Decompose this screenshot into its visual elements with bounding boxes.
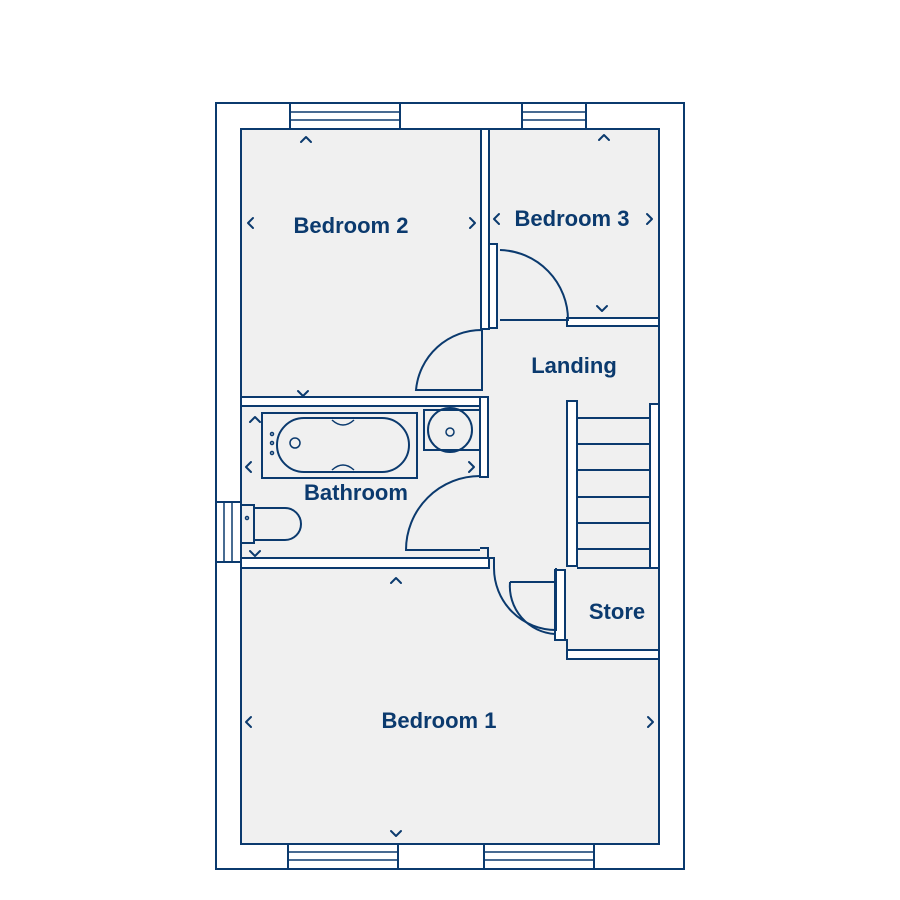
wall-bathroom-top <box>240 396 488 407</box>
wall-bathroom-right <box>479 396 489 478</box>
label-bedroom2: Bedroom 2 <box>294 213 409 238</box>
arrow-bedroom3-right <box>646 213 653 225</box>
arrow-bathroom-right <box>468 461 475 473</box>
label-bathroom: Bathroom <box>304 480 408 505</box>
wall-bedroom1-top <box>240 557 490 569</box>
door-store <box>508 581 556 636</box>
window-bathroom <box>215 501 242 563</box>
interior-floor <box>241 129 659 844</box>
door-bedroom3 <box>499 249 570 321</box>
door-bathroom <box>404 475 481 551</box>
window-bedroom3 <box>521 102 587 130</box>
label-bedroom1: Bedroom 1 <box>382 708 497 733</box>
label-store: Store <box>589 599 645 624</box>
arrow-bedroom3-bottom <box>596 305 608 312</box>
arrow-bedroom1-left <box>245 716 252 728</box>
basin <box>423 407 481 453</box>
arrow-bathroom-bottom <box>249 550 261 557</box>
toilet <box>240 504 302 544</box>
wall-bedroom3-bottom <box>566 317 660 327</box>
bathtub <box>261 412 418 479</box>
door-bedroom2 <box>414 328 483 391</box>
label-landing: Landing <box>531 353 617 378</box>
arrow-bedroom1-top <box>390 577 402 584</box>
door-bedroom1 <box>493 567 557 632</box>
arrow-bedroom1-bottom <box>390 830 402 837</box>
arrow-bedroom2-top <box>300 136 312 143</box>
window-bedroom1-right <box>483 843 595 870</box>
wall-bedroom3-door-jamb <box>488 243 498 329</box>
staircase <box>566 400 660 569</box>
arrow-bathroom-top <box>249 416 261 423</box>
arrow-bedroom3-top <box>598 134 610 141</box>
arrow-bedroom2-right <box>469 217 476 229</box>
arrow-bedroom2-bottom <box>297 390 309 397</box>
window-bedroom2 <box>289 102 401 130</box>
arrow-bedroom3-left <box>493 213 500 225</box>
window-bedroom1-left <box>287 843 399 870</box>
wall-bathroom-door-jamb <box>480 547 495 568</box>
arrow-bedroom2-left <box>247 217 254 229</box>
arrow-bathroom-left <box>245 461 252 473</box>
label-bedroom3: Bedroom 3 <box>515 206 630 231</box>
arrow-bedroom1-right <box>647 716 654 728</box>
